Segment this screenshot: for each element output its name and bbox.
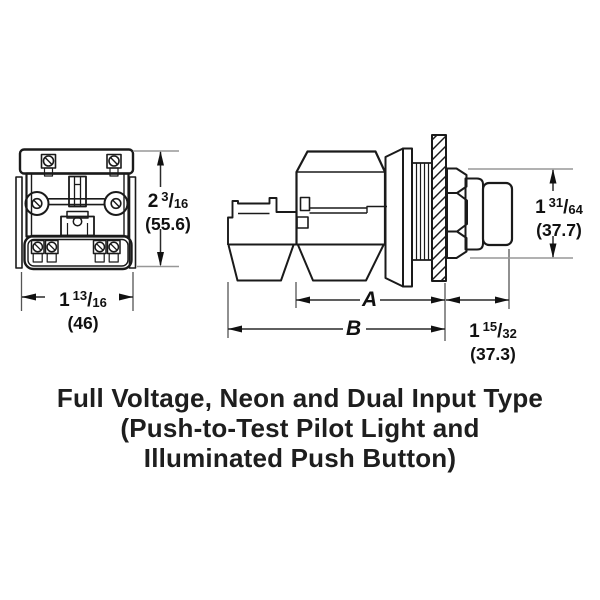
side-view bbox=[227, 134, 514, 288]
metric-value: (37.3) bbox=[470, 344, 516, 364]
caption-line-3: Illuminated Push Button) bbox=[143, 443, 457, 473]
metric-value: (37.7) bbox=[536, 220, 582, 240]
push-button bbox=[464, 177, 514, 251]
caption-line-1: Full Voltage, Neon and Dual Input Type bbox=[56, 383, 544, 413]
center-key-tab bbox=[68, 175, 87, 208]
dim-label-a: A bbox=[362, 288, 378, 311]
metric-value: (46) bbox=[67, 313, 99, 333]
button-cap bbox=[481, 181, 514, 247]
hex-mounting-nut bbox=[446, 167, 468, 259]
mounting-flange bbox=[384, 147, 413, 288]
front-view bbox=[15, 148, 137, 271]
lamp-terminal-left bbox=[24, 191, 50, 216]
switch-body bbox=[228, 150, 387, 282]
metric-value: (55.6) bbox=[145, 214, 191, 234]
caption-line-2: (Push-to-Test Pilot Light and bbox=[120, 413, 480, 443]
dimension-lines bbox=[20, 150, 573, 341]
figure-caption: Full Voltage, Neon and Dual Input Type (… bbox=[0, 383, 600, 473]
rear-skirt bbox=[227, 244, 295, 282]
terminal-screw bbox=[40, 153, 122, 177]
mounting-panel bbox=[431, 134, 447, 282]
dim-a-lines bbox=[295, 282, 446, 341]
terminal-link-bar bbox=[48, 198, 105, 206]
button-collar bbox=[464, 177, 484, 251]
threaded-neck bbox=[411, 162, 433, 261]
left-rail bbox=[15, 176, 23, 269]
dim-label-b: B bbox=[346, 317, 362, 340]
lamp-bracket bbox=[60, 210, 95, 237]
dim-front-height-lines bbox=[133, 150, 179, 268]
dim-front-projection-lines bbox=[446, 249, 510, 309]
bottom-terminal-band bbox=[23, 234, 133, 271]
dim-b-lines bbox=[227, 282, 445, 338]
dim-front-width-lines bbox=[20, 272, 134, 311]
lamp-terminal-right bbox=[103, 191, 129, 216]
rear-contact-block bbox=[227, 197, 296, 282]
dim-bezel-diameter-lines bbox=[468, 168, 573, 259]
top-terminal-band bbox=[18, 148, 135, 175]
bottom-terminal-screws bbox=[30, 239, 121, 263]
body-skirt bbox=[297, 244, 385, 282]
